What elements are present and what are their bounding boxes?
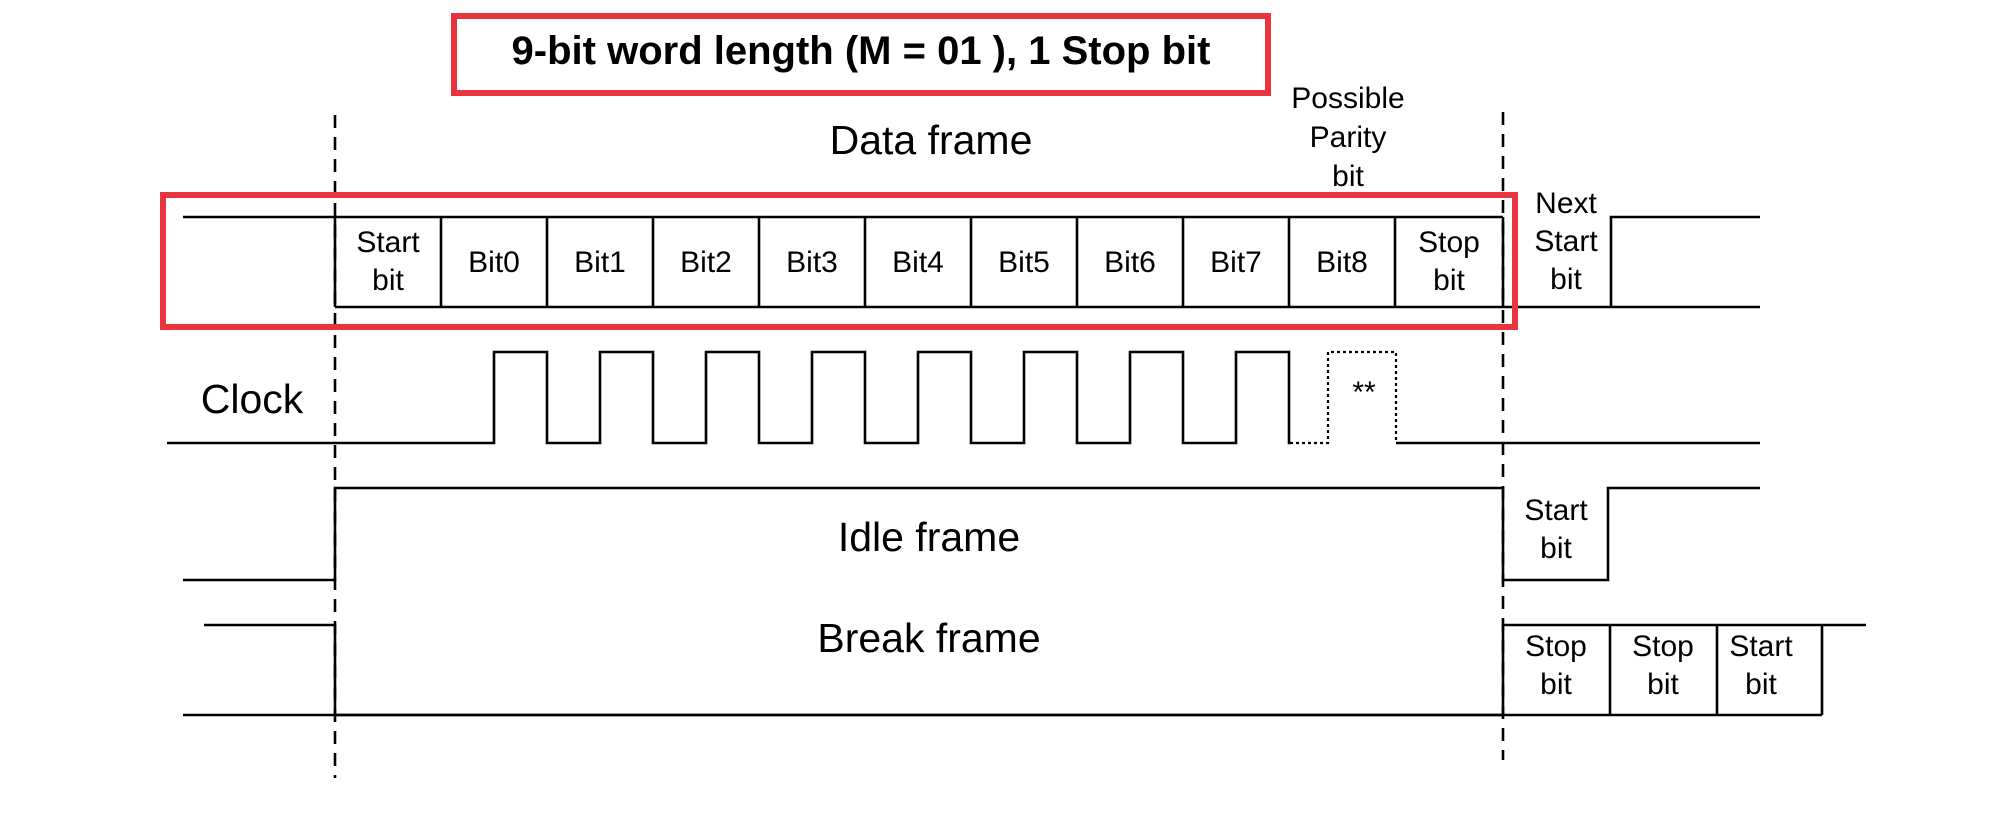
next-start-label-line: Next	[1535, 187, 1597, 220]
data-cell-label: Bit6	[1104, 246, 1156, 279]
data-cell-label: Bit4	[892, 246, 944, 279]
diagram-title: 9-bit word length (M = 01 ), 1 Stop bit	[512, 29, 1211, 73]
data-line-idle-high	[183, 215, 337, 307]
data-cell-label: Bit7	[1210, 246, 1262, 279]
data-cell-label: Bit8	[1316, 246, 1368, 279]
data-cell-label: bit	[372, 264, 404, 297]
title-highlight-box	[451, 13, 1271, 96]
data-cell-label: Stop	[1418, 226, 1480, 259]
clock-optional-pulse	[1290, 350, 1398, 445]
break-stop-bit-1-line: bit	[1540, 668, 1572, 701]
idle-start-bit-label-line: bit	[1540, 532, 1572, 565]
break-stop-bit-2-line: Stop	[1632, 630, 1694, 663]
possible-parity-line: bit	[1332, 160, 1364, 193]
possible-parity-label: Possible Parity bit	[1291, 82, 1404, 193]
clock-optional-mark: **	[1352, 376, 1376, 409]
data-frame-row: Start bit Bit0 Bit1 Bit2 Bit3 Bit4 Bit5 Bit6 Bit7…	[183, 187, 1760, 309]
data-cell-label: Bit3	[786, 246, 838, 279]
data-cell-label: bit	[1433, 264, 1465, 297]
clock-row: Clock **	[167, 350, 1760, 445]
data-frame-label: Data frame	[830, 117, 1033, 163]
data-cell-label: Bit5	[998, 246, 1050, 279]
data-cell-label: Bit2	[680, 246, 732, 279]
data-frame-highlight-box	[160, 192, 1518, 330]
clock-waveform	[167, 350, 1291, 445]
break-frame-row: Break frame Stop bit Stop bit Start bit	[183, 615, 1866, 717]
idle-frame-label: Idle frame	[838, 514, 1020, 560]
data-cell-label: Bit1	[574, 246, 626, 279]
break-frame-label: Break frame	[817, 615, 1040, 661]
next-start-label-line: Start	[1534, 225, 1598, 258]
data-cell-label: Bit0	[468, 246, 520, 279]
break-stop-bit-1-line: Stop	[1525, 630, 1587, 663]
break-start-bit-line: bit	[1745, 668, 1777, 701]
clock-label: Clock	[201, 376, 304, 422]
possible-parity-line: Parity	[1310, 121, 1387, 154]
break-stop-bit-2-line: bit	[1647, 668, 1679, 701]
break-start-bit-line: Start	[1729, 630, 1793, 663]
data-cell-label: Start	[356, 226, 420, 259]
break-waveform	[204, 623, 1866, 717]
idle-start-bit-label-line: Start	[1524, 494, 1588, 527]
idle-frame-row: Idle frame Start bit	[183, 486, 1760, 582]
idle-waveform	[183, 486, 1760, 582]
next-start-rise	[1609, 215, 1760, 307]
next-start-label-line: bit	[1550, 263, 1582, 296]
possible-parity-line: Possible	[1291, 82, 1404, 115]
